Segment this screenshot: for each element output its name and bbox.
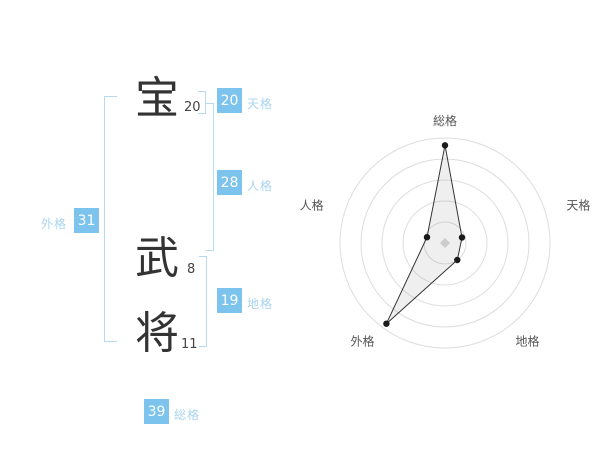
radar-ring [402, 200, 488, 286]
name-character-1: 宝 [135, 73, 179, 124]
radar-chart: 総格天格地格 外格 人格 [295, 103, 595, 398]
radar-axis-label: 外格 [350, 334, 374, 349]
radar-vertex-dot [454, 256, 461, 264]
radar-vertex-dot [458, 234, 466, 241]
jinkaku-value-box: 28 [217, 170, 242, 195]
name-character-2: 武 [135, 233, 179, 284]
radar-axis-label: 地格 [515, 334, 539, 349]
tenkaku-value-box: 20 [217, 88, 242, 113]
radar-center-marker [440, 238, 450, 248]
tenkaku-bracket [198, 91, 206, 114]
tenkaku-label: 天格 [247, 97, 274, 111]
stroke-count-3: 11 [181, 337, 198, 352]
radar-vertex-dot [441, 142, 449, 149]
radar-vertex-dot [383, 320, 390, 327]
radar-polygon [385, 145, 463, 325]
gaikaku-value-box: 31 [74, 208, 99, 233]
stroke-count-1: 20 [184, 100, 201, 115]
chikaku-label: 地格 [247, 297, 274, 311]
name-character-3: 将 [135, 308, 179, 359]
radar-axis-label: 人格 [300, 197, 324, 212]
soukaku-label: 総格 [174, 408, 201, 422]
stroke-count-2: 8 [187, 262, 196, 277]
chikaku-value-box: 19 [217, 288, 242, 313]
jinkaku-bracket [206, 103, 214, 251]
radar-vertex-dot [423, 234, 431, 241]
gaikaku-label: 外格 [41, 217, 68, 231]
radar-ring [339, 137, 551, 349]
radar-ring [360, 158, 530, 328]
radar-ring [381, 179, 509, 307]
chikaku-bracket [199, 256, 207, 347]
radar-axis-label: 天格 [566, 197, 590, 212]
jinkaku-label: 人格 [247, 179, 274, 193]
gaikaku-bracket [104, 96, 117, 342]
radar-axis-label: 総格 [433, 113, 457, 128]
soukaku-value-box: 39 [144, 399, 169, 424]
